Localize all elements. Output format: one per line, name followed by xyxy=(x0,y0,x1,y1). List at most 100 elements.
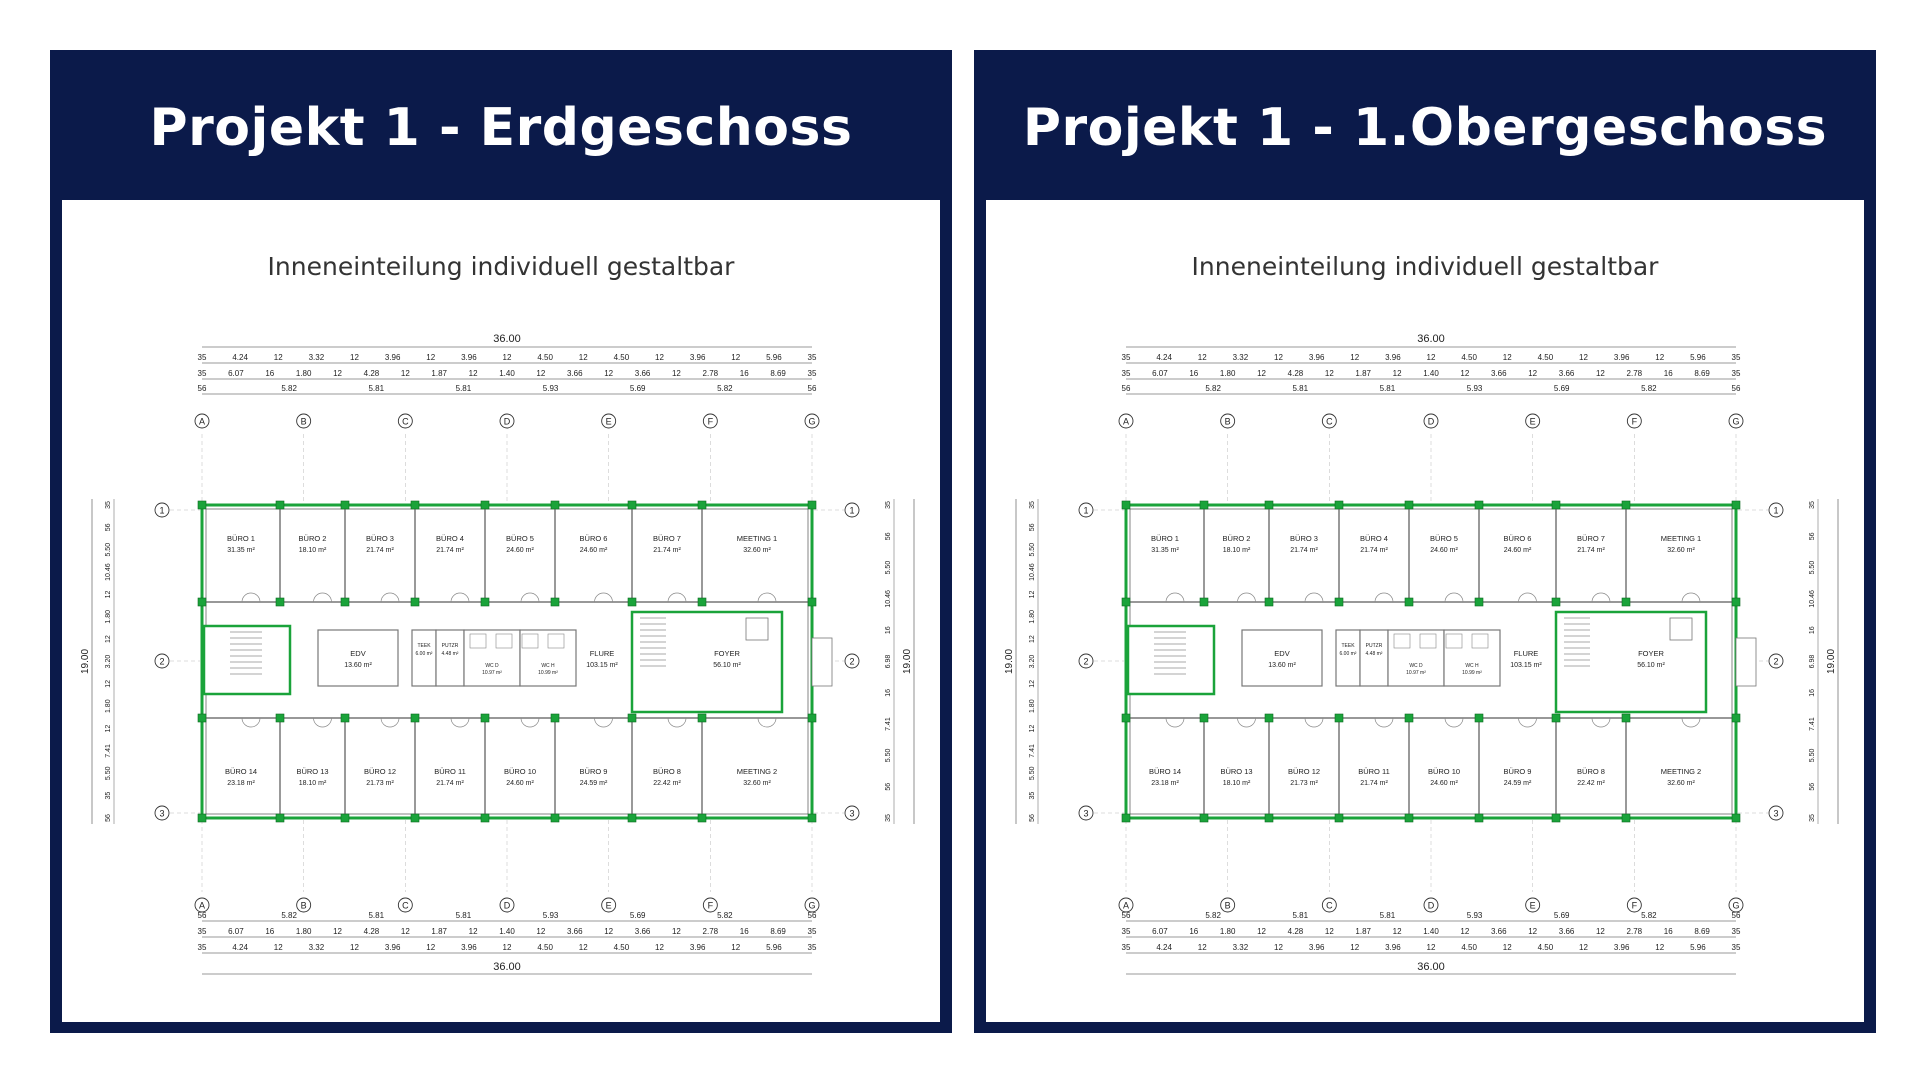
room-area: 13.60 m² xyxy=(344,662,372,669)
column xyxy=(197,500,207,510)
dimension-label: 56 xyxy=(1122,911,1131,920)
axis-label: G xyxy=(808,901,815,911)
column xyxy=(1731,500,1741,510)
axis-bubble xyxy=(194,413,210,429)
column xyxy=(275,500,285,510)
dimension-label: 12 xyxy=(105,590,112,598)
dimension-label: 35 xyxy=(808,943,817,952)
dimension-label: 12 xyxy=(1427,943,1436,952)
door-arc xyxy=(1374,592,1394,603)
plan-card: Inneneinteilung individuell gestaltbar 3… xyxy=(986,200,1864,1022)
room-name: FOYER xyxy=(714,649,740,658)
dimension-label: 16 xyxy=(740,369,749,378)
column xyxy=(275,597,285,607)
column xyxy=(807,813,817,823)
column xyxy=(1731,597,1741,607)
dimension-label: 4.28 xyxy=(364,369,380,378)
room-area: 32.60 m² xyxy=(1667,780,1695,787)
room-name: BÜRO 1 xyxy=(1151,534,1179,543)
dimension-label: 12 xyxy=(1325,927,1334,936)
dimension-label: 35 xyxy=(105,501,112,509)
wc-cabin xyxy=(495,633,513,649)
dimension-label: 16 xyxy=(1664,927,1673,936)
column xyxy=(1474,597,1484,607)
axis-label: C xyxy=(402,417,409,427)
room-area: 21.73 m² xyxy=(1290,780,1318,787)
axis-label: F xyxy=(708,901,714,911)
dimension-label: 3.66 xyxy=(1491,927,1507,936)
axis-label: G xyxy=(808,417,815,427)
dimension-label: 3.96 xyxy=(1385,353,1401,362)
column xyxy=(275,713,285,723)
dimension-label: 8.69 xyxy=(770,927,786,936)
door-arc xyxy=(1304,592,1324,603)
axis-bubble xyxy=(499,413,515,429)
door-arc xyxy=(450,717,470,728)
column xyxy=(1199,500,1209,510)
dimension-label: 7.41 xyxy=(105,744,112,758)
total-depth-label: 19.00 xyxy=(1826,649,1837,674)
dimension-label: 12 xyxy=(1596,927,1605,936)
room-name: BÜRO 6 xyxy=(1504,534,1532,543)
dimension-label: 35 xyxy=(198,369,207,378)
dimension-label: 12 xyxy=(672,927,681,936)
dimension-label: 5.50 xyxy=(1029,543,1036,557)
dimension-label: 12 xyxy=(1325,369,1334,378)
column xyxy=(627,713,637,723)
room-name: BÜRO 14 xyxy=(225,767,257,776)
dimension-label: 5.82 xyxy=(281,384,297,393)
panel-obergeschoss: Projekt 1 - 1.Obergeschoss Inneneinteilu… xyxy=(974,50,1876,1033)
dimension-label: 12 xyxy=(426,353,435,362)
dimension-label: 12 xyxy=(579,943,588,952)
row-bubble xyxy=(844,653,860,669)
room-name: BÜRO 2 xyxy=(299,534,327,543)
row-label: 1 xyxy=(159,506,164,516)
dimension-label: 16 xyxy=(265,369,274,378)
row-bubble xyxy=(1768,502,1784,518)
dimension-label: 5.82 xyxy=(281,911,297,920)
axis-label: E xyxy=(606,901,612,911)
dimension-label: 56 xyxy=(198,384,207,393)
axis-label: D xyxy=(504,417,511,427)
door-arc xyxy=(667,592,687,603)
dimension-label: 4.50 xyxy=(614,943,630,952)
dimension-label: 12 xyxy=(469,927,478,936)
axis-label: A xyxy=(1123,901,1129,911)
dimension-label: 56 xyxy=(808,384,817,393)
dimension-label: 56 xyxy=(1732,911,1741,920)
room-wc-d xyxy=(463,629,521,687)
room-area: 21.74 m² xyxy=(436,547,464,554)
row-label: 3 xyxy=(1083,809,1088,819)
room-area: 21.74 m² xyxy=(1577,547,1605,554)
column xyxy=(627,597,637,607)
dimension-label: 12 xyxy=(731,943,740,952)
dimension-label: 12 xyxy=(1655,943,1664,952)
dimension-label: 16 xyxy=(1189,369,1198,378)
dimension-label: 3.66 xyxy=(1559,927,1575,936)
room-putzr xyxy=(435,629,465,687)
room-area: 22.42 m² xyxy=(1577,780,1605,787)
column xyxy=(410,500,420,510)
room-name: BÜRO 12 xyxy=(1288,767,1320,776)
dimension-label: 12 xyxy=(350,353,359,362)
room-area: 21.74 m² xyxy=(1360,780,1388,787)
room-area: 103.15 m² xyxy=(586,662,618,669)
door-arc xyxy=(450,592,470,603)
dimension-label: 12 xyxy=(672,369,681,378)
door-arc xyxy=(667,717,687,728)
dimension-label: 56 xyxy=(1809,783,1816,791)
column xyxy=(1474,713,1484,723)
row-label: 2 xyxy=(1083,657,1088,667)
room-area: 21.74 m² xyxy=(436,780,464,787)
axis-label: F xyxy=(708,417,714,427)
dimension-label: 12 xyxy=(401,927,410,936)
row-label: 2 xyxy=(159,657,164,667)
row-bubble xyxy=(1078,653,1094,669)
door-arc xyxy=(1304,717,1324,728)
room-area: 21.73 m² xyxy=(366,780,394,787)
shaft xyxy=(1669,617,1693,641)
room-area: 21.74 m² xyxy=(366,547,394,554)
dimension-label: 12 xyxy=(105,680,112,688)
column xyxy=(1264,500,1274,510)
dimension-label: 35 xyxy=(1732,353,1741,362)
